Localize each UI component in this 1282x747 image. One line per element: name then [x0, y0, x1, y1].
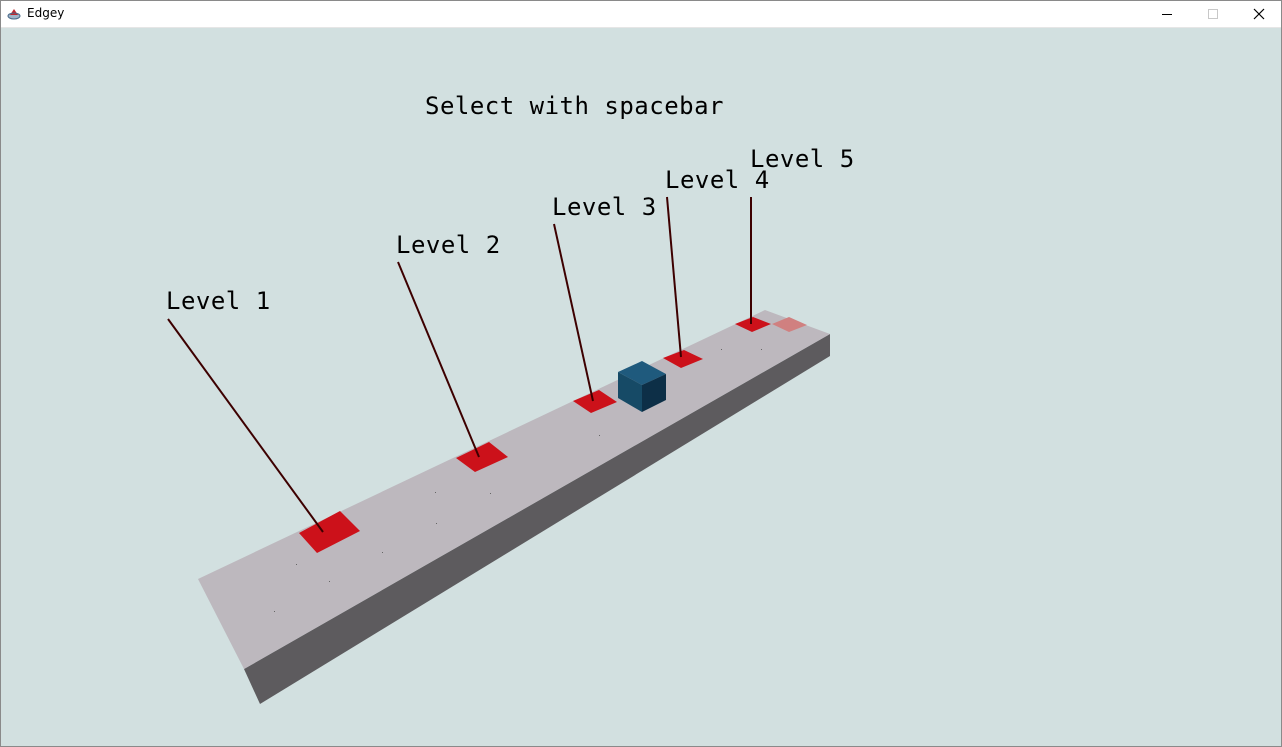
- maximize-icon: [1208, 9, 1218, 19]
- platform-dots: [274, 349, 762, 612]
- level-4-leader: [666, 196, 682, 358]
- next-tile: [772, 317, 807, 332]
- level-3-tile[interactable]: [573, 390, 617, 413]
- minimize-icon: [1162, 14, 1172, 15]
- maximize-button[interactable]: [1190, 1, 1236, 27]
- level-4-tile[interactable]: [663, 350, 703, 368]
- platform-side: [244, 334, 830, 704]
- level-1-label: Level 1: [166, 287, 271, 315]
- close-icon: [1253, 8, 1265, 20]
- leader-lines: [167, 196, 752, 533]
- level-4-label: Level 4: [665, 166, 770, 194]
- level-2-leader: [397, 261, 480, 458]
- window-title: Edgey: [27, 6, 65, 20]
- level-2-tile[interactable]: [456, 442, 508, 472]
- level-5-label: Level 5: [750, 145, 855, 173]
- level-1-tile[interactable]: [299, 511, 360, 553]
- close-button[interactable]: [1236, 1, 1282, 27]
- instruction-text: Select with spacebar: [425, 92, 724, 120]
- level-2-label: Level 2: [396, 231, 501, 259]
- level-1-leader: [167, 318, 324, 533]
- player-cube[interactable]: [618, 361, 666, 412]
- platform-top: [198, 310, 830, 669]
- level-5-tile[interactable]: [735, 317, 771, 332]
- edgey-app-icon: [7, 9, 21, 20]
- level-select-scene: [167, 196, 830, 704]
- level-3-leader: [553, 223, 594, 402]
- game-viewport[interactable]: Select with spacebar Level 1 Level 2 Lev…: [1, 28, 1281, 746]
- level-3-label: Level 3: [552, 193, 657, 221]
- title-bar[interactable]: Edgey: [1, 1, 1281, 28]
- minimize-button[interactable]: [1144, 1, 1190, 27]
